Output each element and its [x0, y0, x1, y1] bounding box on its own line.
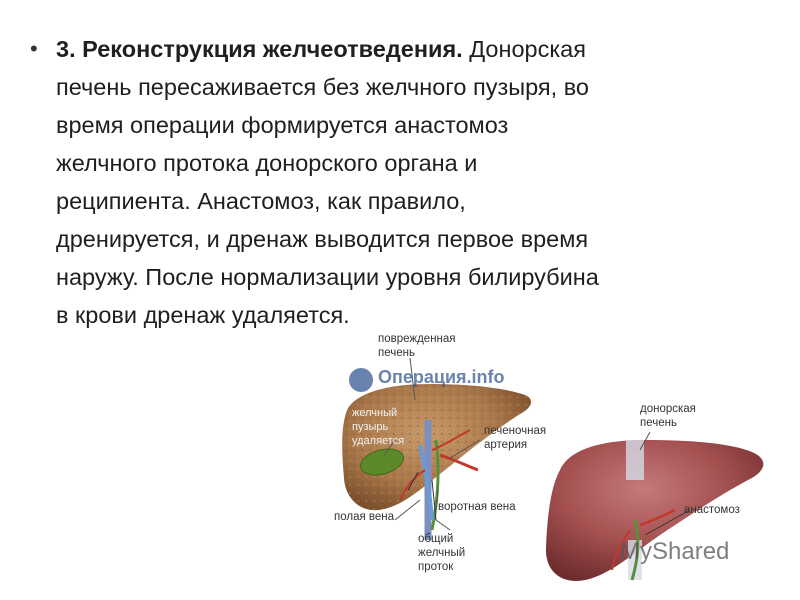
- label-line: печень: [640, 417, 677, 429]
- watermark-bottom: MyShared: [620, 538, 730, 565]
- label-vena-cava: полая вена: [334, 511, 395, 523]
- bullet-line: наружу. После нормализации уровня билиру…: [56, 264, 599, 290]
- label-line: донорская: [640, 403, 696, 415]
- label-line: проток: [418, 561, 454, 573]
- label-line: желчный: [352, 407, 398, 419]
- label-common-bile-duct: общий желчный проток: [418, 532, 465, 574]
- label-line: артерия: [484, 439, 528, 451]
- donor-liver-vessels: [611, 440, 691, 581]
- bullet-line: печень пересаживается без желчного пузыр…: [56, 74, 589, 100]
- label-hepatic-artery: печеночная артерия: [484, 424, 546, 452]
- label-line: общий: [418, 533, 454, 545]
- watermark-logo-icon: [349, 368, 373, 392]
- bullet-line: реципиента. Анастомоз, как правило,: [56, 188, 466, 214]
- leader-lines: [383, 357, 651, 531]
- label-line: желчный: [418, 547, 466, 559]
- label-donor-liver: донорская печень: [640, 402, 696, 430]
- label-anastomosis: анастомоз: [684, 504, 740, 516]
- label-portal-vein: воротная вена: [438, 501, 516, 513]
- label-gallbladder-removed: желчный пузырь удаляется: [352, 406, 404, 448]
- bullet-line: время операции формируется анастомоз: [56, 112, 509, 138]
- bullet-line: желчного протока донорского органа и: [56, 150, 478, 176]
- label-damaged-liver: поврежденная печень: [378, 332, 456, 360]
- gallbladder: [360, 448, 404, 476]
- bullet-line: Донорская: [462, 36, 586, 62]
- damaged-liver-vessels: [399, 420, 479, 540]
- label-line: поврежденная: [378, 333, 456, 345]
- label-line: печень: [378, 347, 415, 359]
- label-line: пузырь: [352, 421, 389, 433]
- label-line: печеночная: [484, 425, 547, 437]
- bullet-line: дренируется, и дренаж выводится первое в…: [56, 226, 589, 252]
- label-line: удаляется: [352, 435, 405, 447]
- bullet-lead: 3. Реконструкция желчеотведения.: [56, 36, 463, 62]
- watermark-top: Операция.info: [378, 367, 505, 387]
- bullet-line: в крови дренаж удаляется.: [56, 302, 350, 328]
- bullet-text: 3. Реконструкция желчеотведения. Донорск…: [56, 30, 746, 334]
- bullet-dot: •: [30, 36, 38, 61]
- donor-liver: [545, 440, 764, 581]
